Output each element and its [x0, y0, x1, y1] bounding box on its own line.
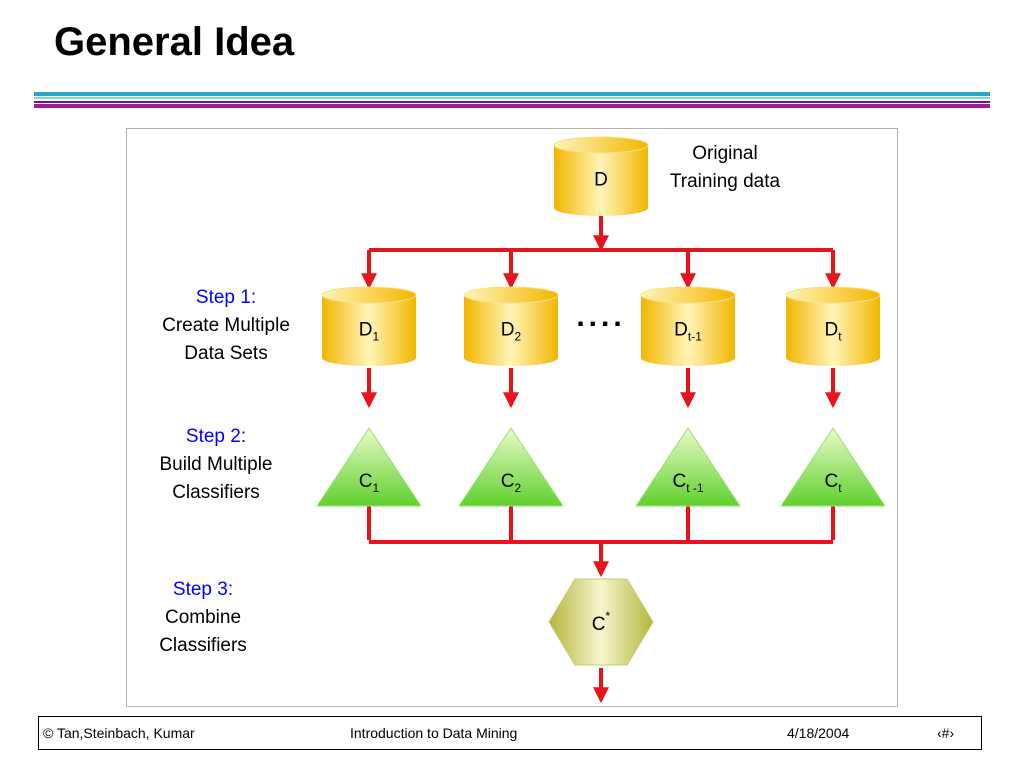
classifier-triangle: Ct -1: [635, 427, 741, 507]
connector-lines: [361, 214, 841, 704]
footer-date: 4/18/2004: [787, 725, 850, 741]
step-title: Step 3:: [172, 579, 234, 600]
classifier-label: Ct -1: [672, 471, 703, 495]
classifier-triangle: C2: [458, 427, 564, 507]
dataset-cylinder: Dt-1: [640, 286, 736, 366]
step-1-label: Step 1: Create Multiple Data Sets: [140, 284, 312, 368]
original-label-line: Training data: [669, 171, 781, 192]
ellipsis-dots: ....: [576, 300, 625, 333]
step-desc: Build Multiple: [159, 454, 273, 475]
footer-page-number: ‹#›: [937, 725, 955, 741]
footer-copyright: © Tan,Steinbach, Kumar: [43, 725, 195, 741]
slide-title: General Idea: [54, 20, 295, 64]
step-desc: Classifiers: [172, 482, 260, 503]
original-training-data-label: Original Training data: [650, 140, 800, 196]
title-rule: [34, 101, 990, 103]
classifier-label: C1: [359, 471, 380, 495]
footer-course: Introduction to Data Mining: [350, 725, 518, 741]
dataset-cylinder: D2: [463, 286, 559, 366]
original-dataset-cylinder: D: [553, 136, 649, 216]
step-desc: Create Multiple: [162, 315, 290, 336]
title-rule: [34, 104, 990, 108]
step-desc: Classifiers: [159, 635, 247, 656]
step-desc: Combine: [164, 607, 242, 628]
classifier-triangle: Ct: [780, 427, 886, 507]
step-title: Step 2:: [185, 426, 247, 447]
dataset-label: D1: [359, 320, 380, 344]
classifier-label: C2: [501, 471, 522, 495]
title-rule: [34, 92, 990, 96]
combined-classifier-label: C*: [592, 609, 611, 635]
dataset-cylinder: D1: [321, 286, 417, 366]
classifier-label: Ct: [824, 471, 842, 495]
classifier-triangle: C1: [316, 427, 422, 507]
dataset-cylinder: Dt: [785, 286, 881, 366]
dataset-label: Dt: [824, 320, 842, 344]
combined-classifier-hexagon: C*: [548, 578, 654, 666]
dataset-label: D: [594, 170, 608, 191]
step-3-label: Step 3: Combine Classifiers: [140, 576, 266, 660]
original-label-line: Original: [692, 143, 758, 164]
dataset-label: Dt-1: [674, 320, 702, 344]
step-title: Step 1:: [195, 287, 257, 308]
slide-footer: © Tan,Steinbach, Kumar Introduction to D…: [38, 716, 982, 750]
original-dataset-cylinder: D: [553, 136, 649, 216]
step-desc: Data Sets: [184, 343, 268, 364]
dataset-label: D2: [501, 320, 522, 344]
title-rule: [34, 97, 990, 99]
step-2-label: Step 2: Build Multiple Classifiers: [140, 423, 292, 507]
diagram-panel: [126, 128, 898, 707]
